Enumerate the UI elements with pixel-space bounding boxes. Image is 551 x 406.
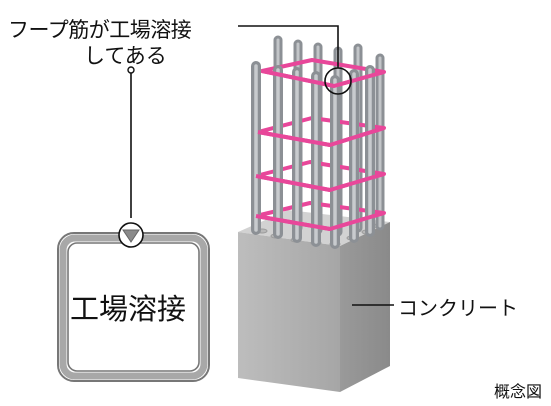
concrete-side-face xyxy=(340,222,390,392)
weld-detail xyxy=(57,222,210,382)
factory-weld-label: 工場溶接 xyxy=(70,292,187,326)
hoop-weld-label-line2: してある xyxy=(84,44,167,68)
hoop-weld-label-line1: フープ筋が工場溶接 xyxy=(8,18,192,42)
concrete-label: コンクリート xyxy=(398,296,518,320)
weld-point-mark xyxy=(122,229,140,243)
hoops-front xyxy=(255,69,385,231)
hoop-leader-line xyxy=(238,25,339,68)
rebars-front xyxy=(251,61,375,249)
conceptual-diagram-note: 概念図 xyxy=(494,382,543,401)
leader-start-dot xyxy=(127,66,135,74)
concrete-front-face xyxy=(238,232,340,392)
